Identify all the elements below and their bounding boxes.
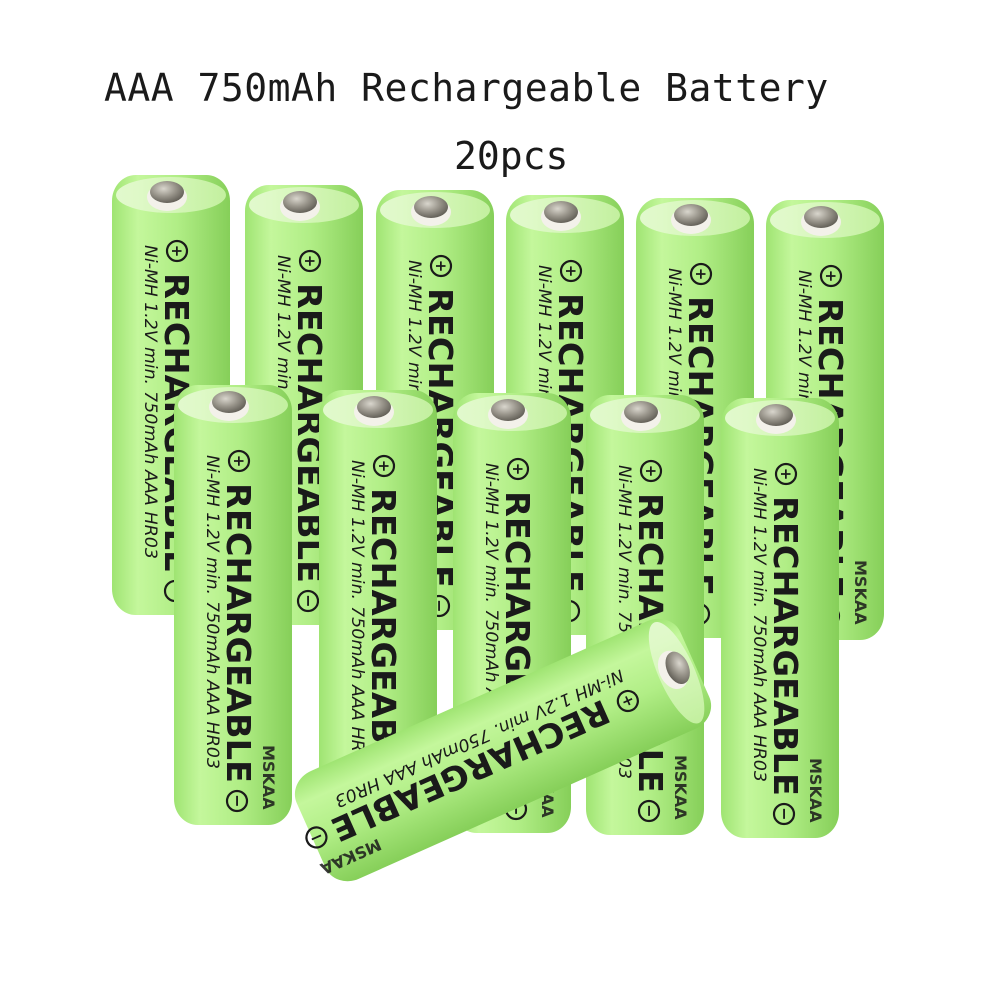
plus-circle-icon bbox=[689, 262, 713, 286]
plus-circle-icon bbox=[298, 249, 322, 273]
battery-7: + RECHARGEABLE − Ni-MH 1.2V min. 750mAh AAA … bbox=[174, 385, 292, 825]
plus-symbol: + bbox=[509, 463, 527, 476]
plus-circle-icon bbox=[429, 254, 453, 278]
brand-text: MSKAA bbox=[671, 755, 690, 820]
plus-symbol: + bbox=[562, 265, 580, 278]
battery-body bbox=[721, 398, 839, 838]
spec-voltage-text: Ni-MH 1.2V min. bbox=[347, 460, 367, 600]
battery-11: + RECHARGEABLE − Ni-MH 1.2V min. 750mAh AAA … bbox=[721, 398, 839, 838]
minus-symbol: − bbox=[299, 594, 318, 607]
battery-body bbox=[319, 390, 437, 830]
positive-terminal-icon bbox=[759, 404, 793, 426]
positive-terminal-icon bbox=[804, 206, 838, 228]
positive-terminal-icon bbox=[624, 401, 658, 423]
rechargeable-text: RECHARGEABLE bbox=[219, 483, 258, 783]
spec-capacity-text: 750mAh AAA HR03 bbox=[140, 391, 160, 559]
plus-symbol: + bbox=[642, 465, 660, 478]
plus-circle-icon bbox=[506, 457, 530, 481]
spec-voltage-text: Ni-MH 1.2V min. bbox=[202, 455, 222, 595]
positive-terminal-icon bbox=[357, 396, 391, 418]
plus-circle-icon bbox=[616, 689, 639, 713]
plus-circle-icon bbox=[372, 454, 396, 478]
spec-voltage-text: Ni-MH 1.2V min. bbox=[614, 465, 634, 605]
minus-circle-icon bbox=[772, 802, 796, 826]
plus-symbol: + bbox=[230, 455, 248, 468]
plus-circle-icon bbox=[774, 462, 798, 486]
positive-terminal-icon bbox=[414, 196, 448, 218]
spec-voltage-text: Ni-MH 1.2V min. bbox=[534, 265, 554, 405]
minus-symbol: − bbox=[228, 794, 247, 807]
minus-circle-icon bbox=[225, 789, 249, 813]
brand-text: MSKAA bbox=[851, 560, 870, 625]
positive-terminal-icon bbox=[491, 399, 525, 421]
battery-body bbox=[174, 385, 292, 825]
positive-terminal-icon bbox=[212, 391, 246, 413]
battery-label: + RECHARGEABLE − Ni-MH 1.2V min. 750mAh AAA … bbox=[749, 462, 825, 826]
brand-text: MSKAA bbox=[259, 745, 278, 810]
spec-voltage-text: Ni-MH 1.2V min. bbox=[749, 468, 769, 608]
spec-voltage-text: Ni-MH 1.2V min. bbox=[140, 245, 160, 385]
plus-symbol: + bbox=[822, 270, 840, 283]
positive-terminal-icon bbox=[150, 181, 184, 203]
spec-voltage-text: Ni-MH 1.2V min. bbox=[664, 268, 684, 408]
minus-symbol: − bbox=[775, 807, 794, 820]
plus-symbol: + bbox=[432, 260, 450, 273]
spec-voltage-text: Ni-MH 1.2V min. bbox=[273, 255, 293, 395]
plus-circle-icon bbox=[819, 264, 843, 288]
positive-terminal-icon bbox=[665, 651, 690, 685]
positive-terminal-icon bbox=[544, 201, 578, 223]
spec-voltage-text: Ni-MH 1.2V min. bbox=[481, 463, 501, 603]
spec-capacity-text: 750mAh AAA HR03 bbox=[202, 601, 222, 769]
plus-symbol: + bbox=[301, 255, 319, 268]
minus-circle-icon bbox=[305, 826, 328, 849]
plus-symbol: + bbox=[777, 468, 795, 481]
spec-voltage-text: Ni-MH 1.2V min. bbox=[794, 270, 814, 410]
brand-text: MSKAA bbox=[806, 758, 825, 823]
battery-12: +RECHARGEABLE−Ni-MH 1.2V min.750mAh AAA … bbox=[294, 618, 712, 882]
rechargeable-text: RECHARGEABLE bbox=[766, 496, 805, 796]
plus-symbol: + bbox=[375, 460, 393, 473]
plus-circle-icon bbox=[227, 449, 251, 473]
product-quantity: 20pcs bbox=[454, 134, 569, 178]
plus-circle-icon bbox=[559, 259, 583, 283]
battery-label: + RECHARGEABLE − Ni-MH 1.2V min. 750mAh AAA … bbox=[202, 449, 278, 813]
positive-terminal-icon bbox=[674, 204, 708, 226]
spec-voltage-text: Ni-MH 1.2V min. bbox=[404, 260, 424, 400]
spec-capacity-text: 750mAh AAA HR03 bbox=[749, 614, 769, 782]
spec-capacity-text: 750mAh AAA HR03 bbox=[347, 606, 367, 774]
positive-terminal-icon bbox=[283, 191, 317, 213]
minus-circle-icon bbox=[296, 589, 320, 613]
plus-symbol: + bbox=[168, 245, 186, 258]
plus-symbol: + bbox=[692, 268, 710, 281]
minus-circle-icon bbox=[637, 799, 661, 823]
product-title: AAA 750mAh Rechargeable Battery bbox=[104, 66, 829, 110]
plus-circle-icon bbox=[639, 459, 663, 483]
minus-symbol: − bbox=[640, 804, 659, 817]
battery-body bbox=[294, 618, 712, 882]
plus-circle-icon bbox=[165, 239, 189, 263]
